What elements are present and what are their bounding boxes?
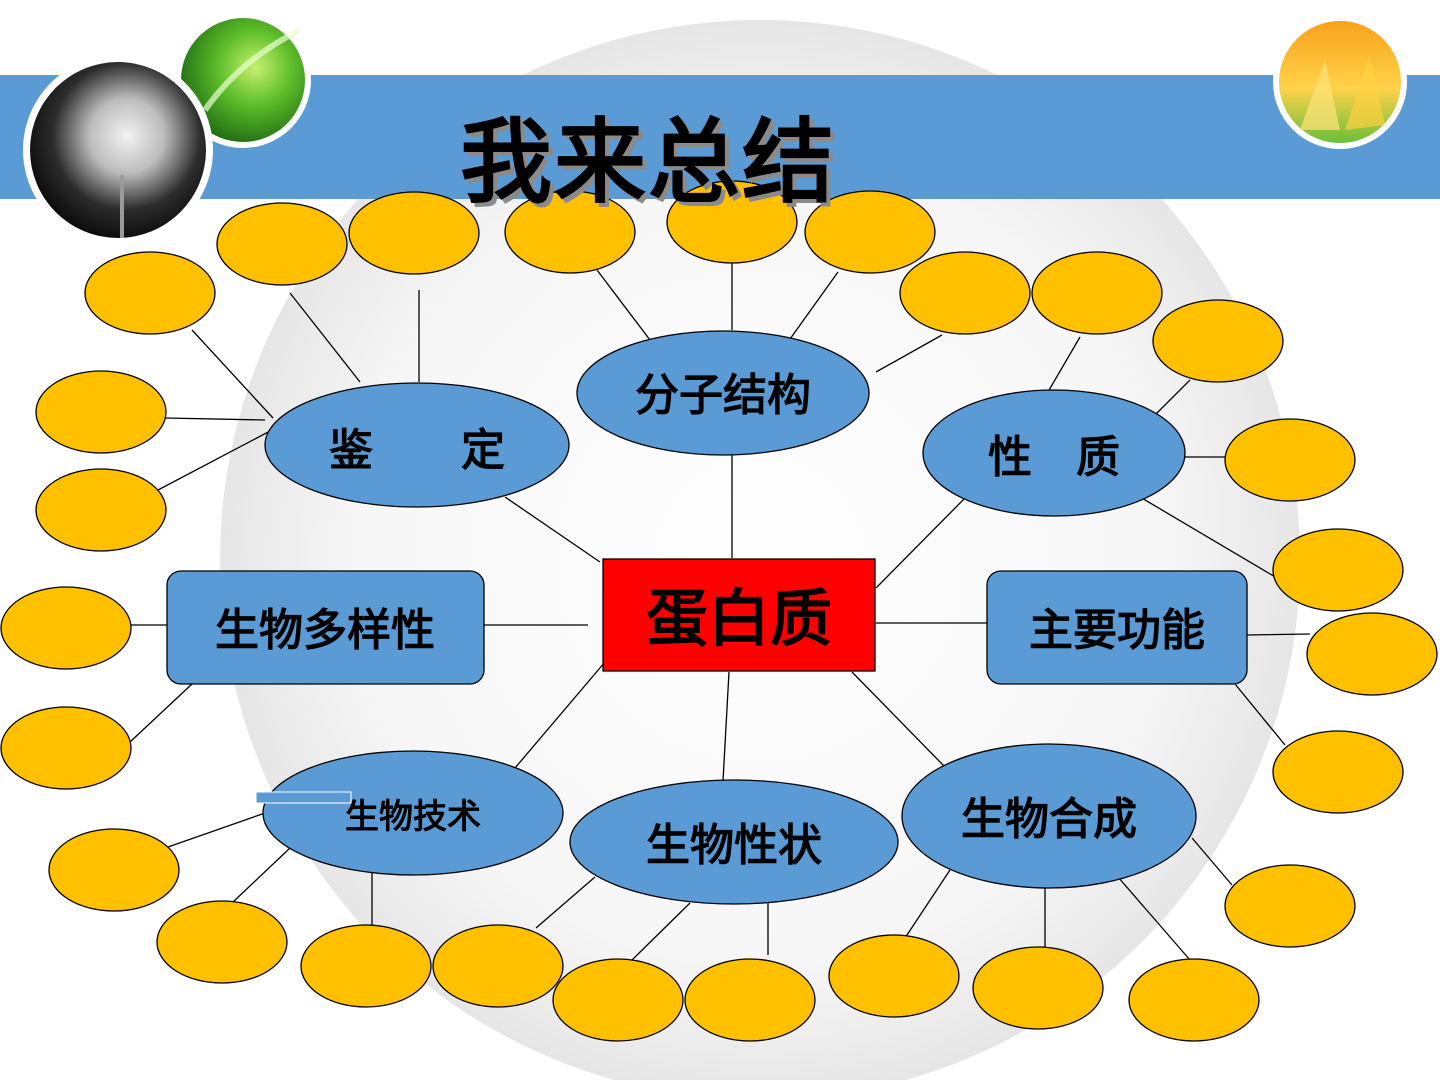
- blank-oval: [1, 587, 131, 669]
- blank-oval: [36, 371, 166, 453]
- blank-oval: [49, 829, 179, 911]
- blank-oval: [685, 959, 815, 1041]
- node-gongneng-label: 主要功能: [1029, 605, 1205, 656]
- dandelion-photo: [23, 55, 213, 245]
- node-jianding-label: 鉴 定: [328, 425, 505, 476]
- blank-oval: [1307, 613, 1437, 695]
- blank-oval: [1153, 300, 1283, 382]
- center-node: 蛋白质: [603, 559, 875, 671]
- blank-oval: [85, 252, 215, 334]
- blank-oval: [36, 469, 166, 551]
- node-hecheng: 生物合成: [902, 744, 1196, 888]
- tulip-photo: [1273, 15, 1407, 149]
- blank-oval: [1032, 252, 1162, 334]
- node-duoyang-label: 生物多样性: [215, 605, 435, 656]
- blank-oval: [973, 947, 1103, 1029]
- node-xingzhuang: 生物性状: [570, 780, 898, 904]
- blank-oval: [900, 252, 1030, 334]
- node-gongneng: 主要功能: [987, 571, 1247, 684]
- node-xingzhi: 性 质: [923, 390, 1185, 516]
- blank-oval: [1225, 419, 1355, 501]
- blank-oval: [553, 959, 683, 1041]
- node-jishu-accent-bar: [256, 792, 351, 803]
- node-jianding: 鉴 定: [265, 383, 569, 507]
- blank-oval: [1129, 959, 1259, 1041]
- blank-oval: [301, 925, 431, 1007]
- node-fenzi-label: 分子结构: [635, 370, 811, 421]
- slide-title: 我来总结: [460, 88, 836, 221]
- node-fenzi: 分子结构: [577, 331, 869, 455]
- blank-oval: [1273, 731, 1403, 813]
- node-xingzhi-label: 性 质: [988, 432, 1120, 483]
- blank-oval: [1273, 529, 1403, 611]
- center-node-label: 蛋白质: [646, 582, 832, 655]
- blank-oval: [1, 707, 131, 789]
- blank-oval: [1225, 865, 1355, 947]
- blank-oval: [829, 935, 959, 1017]
- blank-oval: [433, 925, 563, 1007]
- blank-oval: [157, 901, 287, 983]
- node-hecheng-label: 生物合成: [961, 794, 1137, 845]
- node-duoyang: 生物多样性: [167, 571, 484, 684]
- blank-oval: [217, 203, 347, 285]
- node-jishu-label: 生物技术: [345, 797, 481, 837]
- node-xingzhuang-label: 生物性状: [646, 820, 823, 871]
